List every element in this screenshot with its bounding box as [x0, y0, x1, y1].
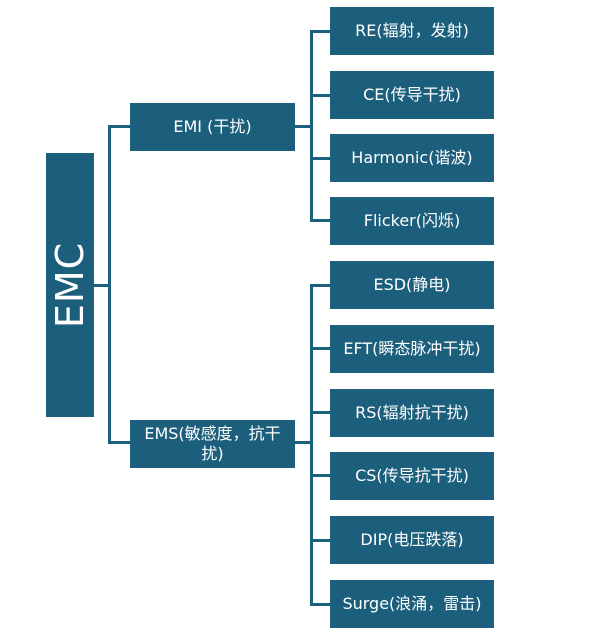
connector-to-ems	[108, 441, 130, 444]
leaf-node-cs: CS(传导抗干扰)	[330, 452, 494, 500]
connector-ems-leaf-5	[310, 539, 330, 542]
connector-emi-out	[295, 125, 311, 128]
connector-ems-vertical	[310, 284, 313, 606]
root-node-emc: EMC	[46, 153, 94, 417]
connector-ems-leaf-4	[310, 474, 330, 477]
connector-emi-leaf-1	[310, 30, 330, 33]
leaf-node-label: CE(传导干扰)	[363, 85, 461, 104]
leaf-node-rs: RS(辐射抗干扰)	[330, 389, 494, 437]
leaf-node-re: RE(辐射，发射)	[330, 7, 494, 55]
branch-node-label: EMI (干扰)	[173, 117, 252, 136]
leaf-node-label: Surge(浪涌，雷击)	[342, 594, 482, 613]
root-node-label: EMC	[48, 241, 92, 329]
connector-root-vertical	[108, 125, 111, 443]
connector-ems-out	[295, 441, 311, 444]
leaf-node-label: ESD(静电)	[373, 275, 451, 294]
leaf-node-esd: ESD(静电)	[330, 261, 494, 309]
leaf-node-ce: CE(传导干扰)	[330, 71, 494, 119]
connector-emi-leaf-2	[310, 94, 330, 97]
connector-emi-vertical	[310, 30, 313, 221]
leaf-node-label: RS(辐射抗干扰)	[355, 403, 469, 422]
leaf-node-label: Flicker(闪烁)	[363, 211, 461, 230]
leaf-node-label: Harmonic(谐波)	[351, 148, 473, 167]
connector-ems-leaf-1	[310, 284, 330, 287]
leaf-node-harmonic: Harmonic(谐波)	[330, 134, 494, 182]
connector-ems-leaf-3	[310, 411, 330, 414]
leaf-node-dip: DIP(电压跌落)	[330, 516, 494, 564]
connector-root-out	[94, 284, 110, 287]
leaf-node-surge: Surge(浪涌，雷击)	[330, 580, 494, 628]
branch-node-ems: EMS(敏感度，抗干扰)	[130, 420, 295, 468]
connector-emi-leaf-4	[310, 219, 330, 222]
leaf-node-label: RE(辐射，发射)	[355, 21, 469, 40]
leaf-node-label: CS(传导抗干扰)	[355, 466, 469, 485]
connector-ems-leaf-6	[310, 603, 330, 606]
leaf-node-label: DIP(电压跌落)	[360, 530, 464, 549]
connector-ems-leaf-2	[310, 347, 330, 350]
connector-to-emi	[108, 125, 130, 128]
leaf-node-eft: EFT(瞬态脉冲干扰)	[330, 325, 494, 373]
branch-node-label: EMS(敏感度，抗干扰)	[144, 424, 281, 463]
branch-node-emi: EMI (干扰)	[130, 103, 295, 151]
connector-emi-leaf-3	[310, 157, 330, 160]
leaf-node-label: EFT(瞬态脉冲干扰)	[343, 339, 481, 358]
leaf-node-flicker: Flicker(闪烁)	[330, 197, 494, 245]
